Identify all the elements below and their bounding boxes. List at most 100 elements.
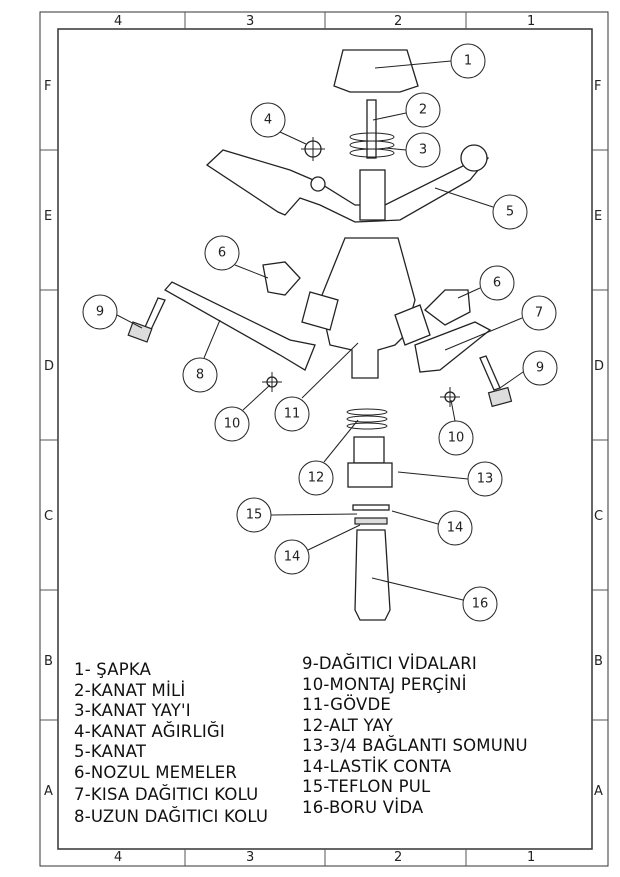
nozzle-left-part [262, 261, 301, 296]
svg-text:10: 10 [224, 417, 241, 432]
wing-ring [460, 144, 488, 172]
legend-item: 7-KISA DAĞITICI KOLU [74, 785, 259, 804]
wing-spring-part [349, 132, 395, 158]
balloon-16: 16 [462, 586, 498, 622]
balloon-6-right: 6 [479, 265, 515, 301]
wing-shaft-part [366, 99, 377, 159]
zone-row-b-right: B [594, 654, 603, 669]
legend-item: 14-LASTİK CONTA [302, 756, 452, 776]
balloon-1: 1 [450, 43, 486, 79]
zone-row-c-right: C [594, 509, 603, 524]
balloon-14-left: 14 [274, 539, 310, 575]
legend-item: 2-KANAT MİLİ [74, 680, 186, 700]
leader-lines [116, 60, 524, 601]
lower-spring-part [346, 408, 388, 430]
wing-part [205, 149, 490, 223]
svg-text:14: 14 [284, 550, 301, 565]
zone-row-a-right: A [594, 784, 603, 799]
balloon-2: 2 [405, 92, 441, 128]
svg-text:6: 6 [493, 276, 501, 291]
outer-border [39, 11, 609, 867]
balloon-11: 11 [274, 396, 310, 432]
connection-nut-part [347, 462, 393, 488]
body-part [319, 237, 416, 379]
zone-col-3: 3 [246, 14, 254, 29]
body-left-arm [301, 291, 339, 331]
cap-part [333, 49, 419, 93]
svg-text:12: 12 [308, 471, 325, 486]
svg-text:10: 10 [448, 431, 465, 446]
body-stem [353, 436, 385, 464]
zone-col-2-bottom: 2 [394, 850, 402, 865]
zone-col-2: 2 [394, 14, 402, 29]
balloon-15: 15 [236, 497, 272, 533]
balloon-4: 4 [250, 102, 286, 138]
screw-right-head [487, 386, 513, 408]
svg-text:6: 6 [218, 246, 226, 261]
svg-text:14: 14 [447, 521, 464, 536]
parts-legend-left: 1- ŞAPKA 2-KANAT MİLİ 3-KANAT YAY'I 4-KA… [74, 660, 268, 827]
pipe-screw-part [354, 529, 391, 621]
zone-dividers [40, 12, 608, 866]
zone-col-4: 4 [114, 14, 122, 29]
svg-text:4: 4 [264, 113, 272, 128]
zone-row-c: C [44, 509, 53, 524]
zone-labels: 4 3 2 1 4 3 2 1 F E D C B A F E D C B A [44, 14, 604, 865]
balloon-13: 13 [467, 461, 503, 497]
zone-row-a: A [44, 784, 53, 799]
zone-row-e-right: E [594, 209, 602, 224]
balloon-12: 12 [298, 460, 334, 496]
svg-text:15: 15 [246, 508, 263, 523]
legend-item: 12-ALT YAY [302, 715, 394, 735]
legend-item: 13-3/4 BAĞLANTI SOMUNU [302, 736, 528, 755]
parts-legend-right: 9-DAĞITICI VİDALARI 10-MONTAJ PERÇİNİ 11… [302, 654, 528, 818]
zone-col-1-bottom: 1 [527, 850, 535, 865]
zone-col-3-bottom: 3 [246, 850, 254, 865]
svg-text:1: 1 [464, 54, 472, 69]
rivet-left-part [262, 372, 282, 392]
teflon-washer-part [352, 504, 390, 511]
legend-item: 5-KANAT [74, 742, 147, 761]
zone-col-4-bottom: 4 [114, 850, 122, 865]
legend-item: 10-MONTAJ PERÇİNİ [302, 674, 467, 694]
balloon-7: 7 [521, 295, 557, 331]
legend-item: 11-GÖVDE [302, 695, 392, 714]
screw-left-head [127, 321, 153, 343]
legend-item: 6-NOZUL MEMELER [74, 762, 238, 782]
body-right-arm [394, 304, 431, 346]
svg-text:16: 16 [472, 597, 489, 612]
wing-hub [359, 169, 386, 221]
svg-text:9: 9 [96, 305, 104, 320]
svg-text:7: 7 [535, 306, 543, 321]
legend-item: 3-KANAT YAY'I [74, 701, 191, 720]
zone-col-1: 1 [527, 14, 535, 29]
zone-row-d: D [44, 359, 54, 374]
zone-row-b: B [44, 654, 53, 669]
svg-text:2: 2 [419, 103, 427, 118]
svg-text:11: 11 [284, 407, 301, 422]
svg-text:13: 13 [477, 472, 494, 487]
svg-text:9: 9 [536, 361, 544, 376]
legend-item: 8-UZUN DAĞITICI KOLU [74, 806, 269, 826]
legend-item: 1- ŞAPKA [74, 660, 152, 679]
balloon-10-right: 10 [438, 420, 474, 456]
balloon-9-left: 9 [82, 294, 118, 330]
balloon-9-right: 9 [522, 350, 558, 386]
balloon-3: 3 [405, 132, 441, 168]
svg-text:5: 5 [506, 205, 514, 220]
svg-text:8: 8 [196, 368, 204, 383]
rubber-gasket-part [354, 517, 388, 525]
legend-item: 15-TEFLON PUL [302, 777, 431, 796]
nozzle-right-part [424, 289, 471, 326]
rivet-right-part [440, 387, 460, 407]
balloon-14-right: 14 [437, 510, 473, 546]
svg-text:3: 3 [419, 143, 427, 158]
balloon-8: 8 [182, 357, 218, 393]
balloon-6-left: 6 [204, 235, 240, 271]
zone-row-e: E [44, 209, 52, 224]
balloon-5: 5 [492, 194, 528, 230]
legend-item: 16-BORU VİDA [302, 797, 424, 817]
balloon-10-left: 10 [214, 406, 250, 442]
parts [127, 49, 513, 621]
